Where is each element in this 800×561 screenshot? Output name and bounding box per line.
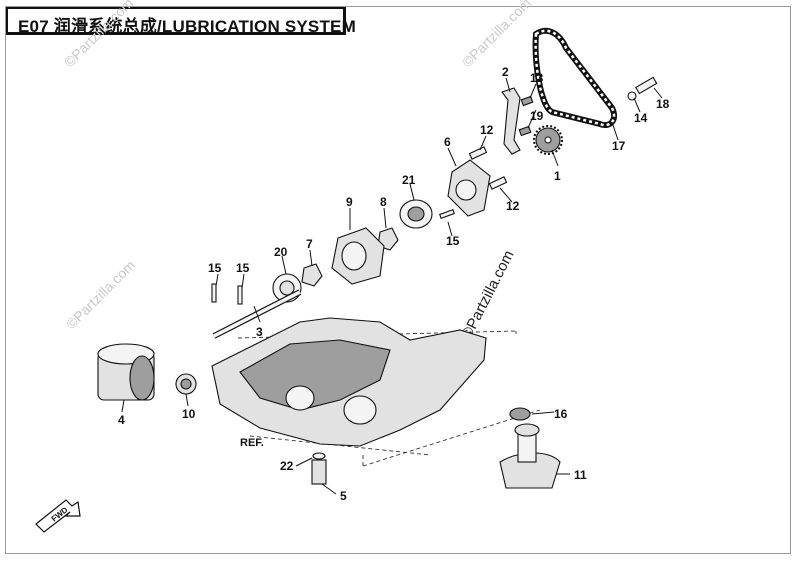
- callout-7: 7: [306, 237, 313, 251]
- callout-2: 2: [502, 65, 509, 79]
- fwd-arrow: FWD: [35, 499, 81, 533]
- watermark: ©Partzilla.com: [458, 248, 517, 342]
- timing-chain: [532, 27, 618, 128]
- oil-filter: [97, 343, 155, 401]
- title-box: E07 润滑系统总成/LUBRICATION SYSTEM: [6, 7, 356, 36]
- callout-14: 14: [634, 111, 648, 125]
- oil-pump-rotors: [272, 199, 433, 303]
- callout-15: 15: [446, 234, 460, 248]
- callout-12: 12: [480, 123, 494, 137]
- callout-6: 6: [444, 135, 451, 149]
- page-title: E07 润滑系统总成/LUBRICATION SYSTEM: [18, 17, 356, 36]
- callout-8: 8: [380, 195, 387, 209]
- callout-20: 20: [274, 245, 288, 259]
- callout-13: 13: [530, 71, 544, 85]
- callout-10: 10: [182, 407, 196, 421]
- crankcase: [211, 317, 487, 447]
- callout-5: 5: [340, 489, 347, 503]
- callout-21: 21: [402, 173, 416, 187]
- callout-18: 18: [656, 97, 670, 111]
- callout-9: 9: [346, 195, 353, 209]
- ref-label: REF.: [240, 437, 264, 449]
- filter-connector: [175, 373, 197, 395]
- callout-4: 4: [118, 413, 125, 427]
- callout-numbers: 1 2 3 4 5 6 7 8 9 10 11 12 12 13 14 15 1…: [118, 65, 670, 503]
- callout-16: 16: [554, 407, 568, 421]
- watermark: ©Partzilla.com: [459, 0, 534, 70]
- callout-1: 1: [554, 169, 561, 183]
- callout-22: 22: [280, 459, 294, 473]
- leader-lines: [121, 77, 663, 495]
- watermark: ©Partzilla.com: [61, 0, 136, 70]
- callout-11: 11: [574, 468, 587, 482]
- watermark: ©Partzilla.com: [63, 257, 138, 332]
- callout-17: 17: [612, 139, 626, 153]
- callout-12: 12: [506, 199, 520, 213]
- oil-pump-cover: [447, 159, 491, 217]
- diagram-frame: [5, 6, 791, 554]
- callout-15: 15: [208, 261, 222, 275]
- callout-15: 15: [236, 261, 250, 275]
- callout-3: 3: [256, 325, 263, 339]
- oil-pump-sprocket: [533, 125, 563, 155]
- assembly-dashed-lines: [237, 330, 541, 467]
- callout-19: 19: [530, 109, 544, 123]
- bolts: [468, 76, 658, 190]
- chain-guide: [501, 87, 521, 155]
- oil-pressure-switch: [311, 452, 327, 485]
- oil-strainer: [499, 407, 561, 489]
